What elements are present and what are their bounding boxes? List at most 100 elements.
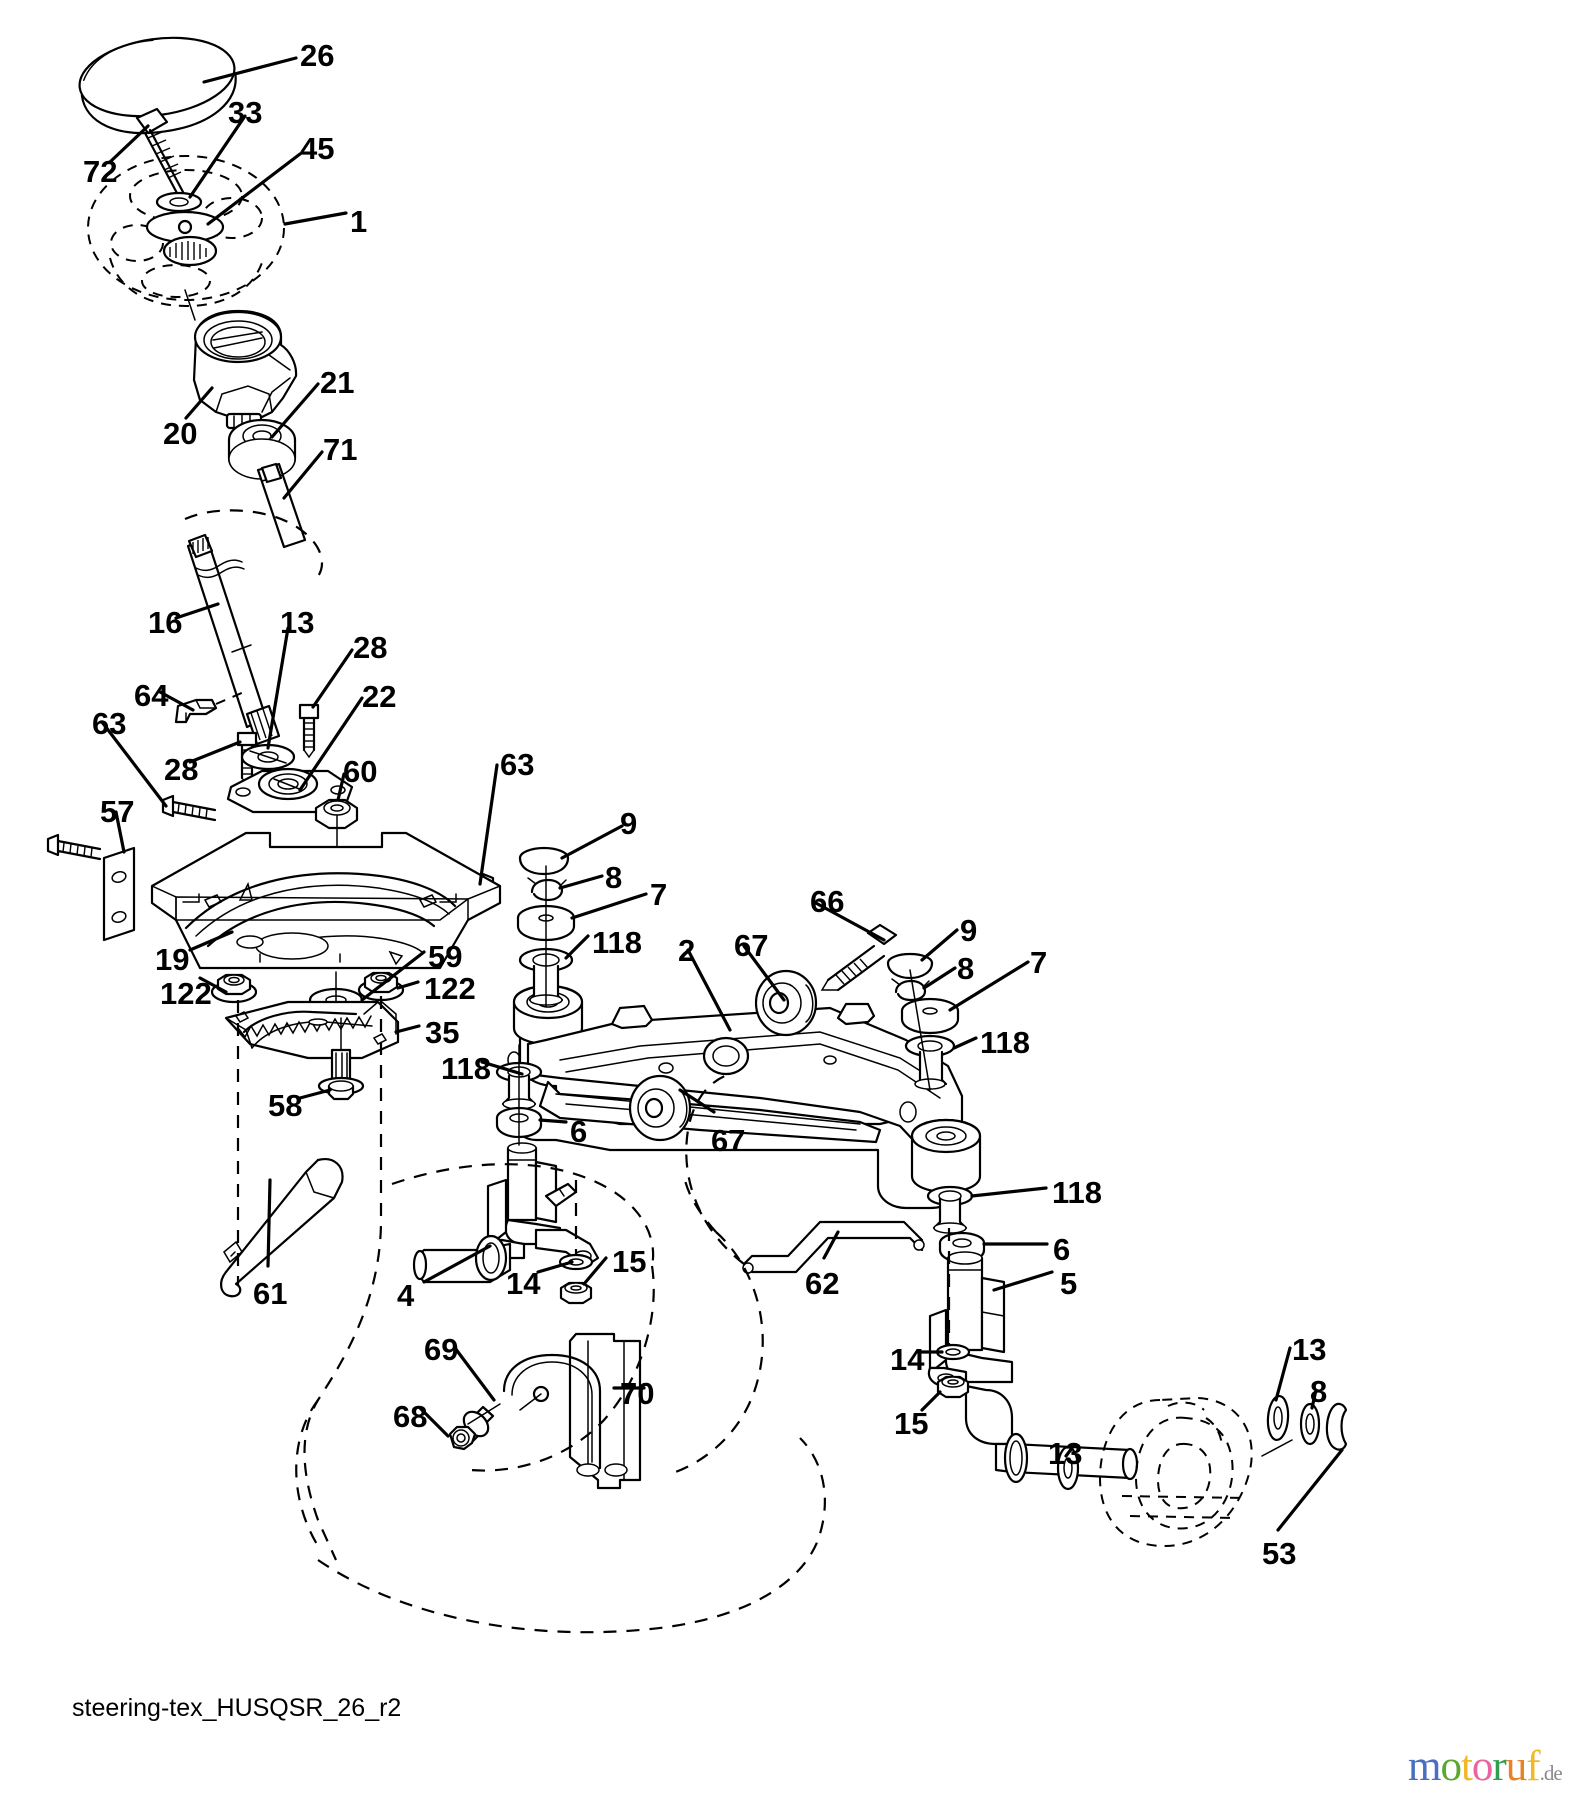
logo-letter-m: m [1408, 1743, 1441, 1790]
callout-122-left: 122 [160, 976, 212, 1011]
part-63-screw-left [46, 833, 102, 861]
logo-letter-f: f [1526, 1743, 1540, 1790]
callout-60: 60 [343, 754, 378, 789]
callout-64: 64 [134, 678, 169, 713]
callout-8-left: 8 [605, 860, 623, 895]
callout-13-wheel-right: 13 [1292, 1332, 1327, 1367]
callout-7-right: 7 [1030, 945, 1048, 980]
callout-67-upper: 67 [734, 928, 769, 963]
callout-22: 22 [362, 679, 397, 714]
callout-118-right-lower: 118 [1052, 1175, 1103, 1210]
callout-62: 62 [805, 1266, 840, 1301]
part-22-flange-bearing [226, 767, 354, 814]
part-66-bolt [820, 923, 898, 992]
callout-118-left: 118 [592, 925, 643, 960]
dash-curve-mid [391, 1163, 655, 1267]
callout-71: 71 [323, 432, 358, 467]
callout-63-left: 63 [92, 706, 127, 741]
dash-path-71 [184, 509, 324, 582]
part-118-bushing-right-lower [926, 1185, 974, 1234]
logo-letter-t: t [1460, 1743, 1473, 1790]
part-71-extension-shaft [256, 462, 307, 549]
leader-lines [100, 56, 1344, 1532]
dash-curve-right [669, 1231, 764, 1476]
callout-33: 33 [228, 95, 263, 130]
callout-5: 5 [1060, 1266, 1078, 1301]
part-1-steering-wheel [87, 155, 285, 321]
callout-16: 16 [148, 605, 183, 640]
dash-right-small [682, 1175, 717, 1233]
callout-53: 53 [1262, 1536, 1297, 1571]
callout-68: 68 [393, 1399, 428, 1434]
part-15-locknut-left [559, 1281, 593, 1305]
part-35-steering-sector-gear [224, 1000, 400, 1060]
part-53-hubcap [1325, 1402, 1348, 1451]
part-19-steering-plate [150, 831, 502, 970]
part-9-cap-left [518, 846, 570, 876]
callout-4: 4 [397, 1278, 415, 1313]
callout-66: 66 [810, 884, 845, 919]
part-63-screw-mid [161, 794, 217, 822]
ldr-53-tail [1261, 1439, 1293, 1457]
part-28-bolt-right [298, 703, 320, 759]
part-14-washer-left [558, 1253, 594, 1271]
part-13-washer-hub-left [1056, 1445, 1080, 1491]
dash-curve-lower [469, 1265, 655, 1472]
callout-8-wheel-right: 8 [1310, 1374, 1328, 1409]
part-16-steering-shaft [186, 533, 281, 746]
motoruf-logo: motoruf.de [1408, 1742, 1563, 1791]
dash-62 [685, 1072, 745, 1265]
callout-57: 57 [100, 794, 135, 829]
callout-14-left: 14 [506, 1266, 541, 1301]
dash-left-sweep [295, 1399, 319, 1547]
dash-64 [215, 691, 245, 705]
callout-9-left: 9 [620, 806, 638, 841]
callout-15-right: 15 [894, 1406, 929, 1441]
part-wheel-assembly [1098, 1396, 1253, 1548]
callout-13-hub-left: 13 [1048, 1436, 1083, 1471]
callout-26: 26 [300, 38, 335, 73]
part-15-locknut-right [936, 1375, 970, 1399]
callout-118-left-spindle: 118 [441, 1051, 492, 1086]
diagram-caption: steering-tex_HUSQSR_26_r2 [72, 1694, 402, 1722]
callout-9-right: 9 [960, 913, 978, 948]
part-8-retaining-ring-right [891, 978, 930, 1002]
callout-7-left: 7 [650, 877, 668, 912]
part-118-bushing-right-upper [904, 1034, 956, 1090]
callout-21: 21 [320, 365, 355, 400]
logo-letter-u: u [1505, 1743, 1527, 1790]
part-68-nut [448, 1425, 477, 1451]
callout-61: 61 [253, 1276, 288, 1311]
part-72-bolt [135, 107, 185, 197]
part-122-locknut-left [210, 973, 258, 1004]
callout-1: 1 [350, 204, 368, 239]
part-58-bolt [317, 1017, 365, 1101]
part-61-drag-link [220, 1158, 344, 1298]
part-57-bracket-plate [102, 846, 136, 942]
callout-67-lower: 67 [711, 1123, 746, 1158]
part-62-tie-rod [742, 1220, 925, 1274]
part-26-steering-wheel-cap [78, 36, 237, 135]
part-8-retaining-ring-left [527, 877, 567, 902]
callout-6-left: 6 [570, 1114, 588, 1149]
callout-35: 35 [425, 1015, 460, 1050]
part-67-spacer-lower [628, 1074, 692, 1142]
axis-right-stack [909, 969, 931, 1091]
logo-suffix: .de [1539, 1761, 1563, 1785]
callout-45: 45 [300, 131, 335, 166]
callout-59: 59 [428, 939, 463, 974]
part-5-spindle-right [927, 1251, 1139, 1484]
callout-58: 58 [268, 1088, 303, 1123]
callout-118-right-upper: 118 [980, 1025, 1031, 1060]
callout-14-right: 14 [890, 1342, 925, 1377]
callout-8-right: 8 [957, 951, 975, 986]
tie-69-68 [467, 1403, 501, 1425]
callout-13-upper: 13 [280, 605, 315, 640]
part-70-bracket [502, 1332, 642, 1490]
callout-69: 69 [424, 1332, 459, 1367]
logo-letter-r: r [1492, 1743, 1506, 1790]
part-20-steering-boot [192, 309, 298, 430]
callout-28-upper: 28 [353, 630, 388, 665]
